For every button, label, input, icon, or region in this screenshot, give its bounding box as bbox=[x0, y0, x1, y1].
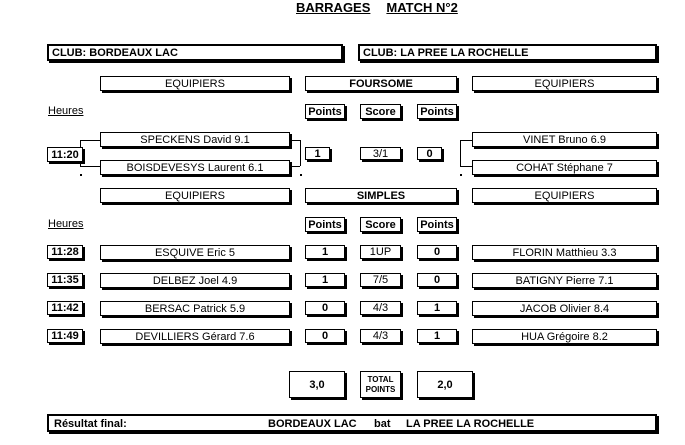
equipiers-left-header: EQUIPIERS bbox=[100, 188, 290, 203]
total-right: 2,0 bbox=[417, 371, 473, 398]
points-header-left: Points bbox=[305, 217, 345, 232]
foursome-time: 11:20 bbox=[47, 147, 83, 162]
tick-mark bbox=[460, 174, 462, 176]
total-left: 3,0 bbox=[289, 371, 345, 398]
simple-right-points: 0 bbox=[417, 245, 457, 259]
simple-right-points: 0 bbox=[417, 273, 457, 287]
simple-score: 4/3 bbox=[360, 329, 401, 343]
equipiers-right-header: EQUIPIERS bbox=[472, 76, 657, 91]
simple-right-player: HUA Grégoire 8.2 bbox=[472, 329, 657, 344]
heures-label: Heures bbox=[48, 218, 84, 230]
score-header: Score bbox=[360, 104, 401, 119]
total-label-line1: TOTAL bbox=[367, 374, 394, 384]
bracket-line bbox=[290, 166, 300, 167]
points-header-right: Points bbox=[417, 217, 457, 232]
title-match-number: MATCH N°2 bbox=[386, 0, 458, 15]
final-result-bar: Résultat final: BORDEAUX LAC bat LA PREE… bbox=[47, 414, 657, 432]
simple-left-points: 0 bbox=[305, 301, 345, 315]
final-verb: bat bbox=[374, 418, 391, 430]
foursome-right-player-1: VINET Bruno 6.9 bbox=[472, 132, 657, 147]
tick-mark bbox=[80, 174, 82, 176]
simple-time: 11:49 bbox=[47, 329, 83, 343]
foursome-left-player-1: SPECKENS David 9.1 bbox=[100, 132, 290, 147]
simple-left-player: ESQUIVE Eric 5 bbox=[100, 245, 290, 260]
final-winner: BORDEAUX LAC bbox=[268, 418, 357, 430]
simple-left-player: BERSAC Patrick 5.9 bbox=[100, 301, 290, 316]
bracket-line bbox=[460, 166, 472, 167]
bracket-line bbox=[80, 166, 100, 167]
bracket-line bbox=[300, 140, 301, 166]
total-label-line2: POINTS bbox=[365, 384, 396, 394]
foursome-right-points: 0 bbox=[417, 147, 442, 160]
simple-left-player: DELBEZ Joel 4.9 bbox=[100, 273, 290, 288]
total-points-label: TOTAL POINTS bbox=[360, 371, 401, 398]
club-right: CLUB: LA PREE LA ROCHELLE bbox=[358, 44, 657, 61]
final-loser: LA PREE LA ROCHELLE bbox=[406, 418, 535, 430]
simple-score: 1UP bbox=[360, 245, 401, 259]
foursome-header: FOURSOME bbox=[305, 76, 457, 91]
simple-score: 4/3 bbox=[360, 301, 401, 315]
simple-left-points: 1 bbox=[305, 245, 345, 259]
simple-time: 11:35 bbox=[47, 273, 83, 287]
bracket-line bbox=[460, 140, 461, 166]
club-left: CLUB: BORDEAUX LAC bbox=[47, 44, 343, 61]
title-barrages: BARRAGES bbox=[296, 0, 371, 15]
equipiers-right-header: EQUIPIERS bbox=[472, 188, 657, 203]
heures-label: Heures bbox=[48, 105, 84, 117]
equipiers-left-header: EQUIPIERS bbox=[100, 76, 290, 91]
final-result-label: Résultat final: bbox=[54, 418, 127, 430]
simple-time: 11:42 bbox=[47, 301, 83, 315]
points-header-right: Points bbox=[417, 104, 457, 119]
points-header-left: Points bbox=[305, 104, 345, 119]
tick-mark bbox=[300, 174, 302, 176]
page-title: BARRAGES MATCH N°2 bbox=[296, 0, 458, 15]
foursome-score: 3/1 bbox=[360, 147, 401, 160]
simple-right-player: JACOB Olivier 8.4 bbox=[472, 301, 657, 316]
simple-right-points: 1 bbox=[417, 301, 457, 315]
simple-right-player: BATIGNY Pierre 7.1 bbox=[472, 273, 657, 288]
bracket-line bbox=[290, 140, 300, 141]
simple-left-points: 0 bbox=[305, 329, 345, 343]
simple-right-points: 1 bbox=[417, 329, 457, 343]
simple-left-player: DEVILLIERS Gérard 7.6 bbox=[100, 329, 290, 344]
simples-header: SIMPLES bbox=[305, 188, 457, 203]
bracket-line bbox=[80, 140, 100, 141]
simple-time: 11:28 bbox=[47, 245, 83, 259]
foursome-right-player-2: COHAT Stéphane 7 bbox=[472, 160, 657, 175]
simple-right-player: FLORIN Matthieu 3.3 bbox=[472, 245, 657, 260]
foursome-left-points: 1 bbox=[305, 147, 330, 160]
simple-score: 7/5 bbox=[360, 273, 401, 287]
score-header: Score bbox=[360, 217, 401, 232]
foursome-left-player-2: BOISDEVESYS Laurent 6.1 bbox=[100, 160, 290, 175]
bracket-line bbox=[460, 140, 472, 141]
simple-left-points: 1 bbox=[305, 273, 345, 287]
